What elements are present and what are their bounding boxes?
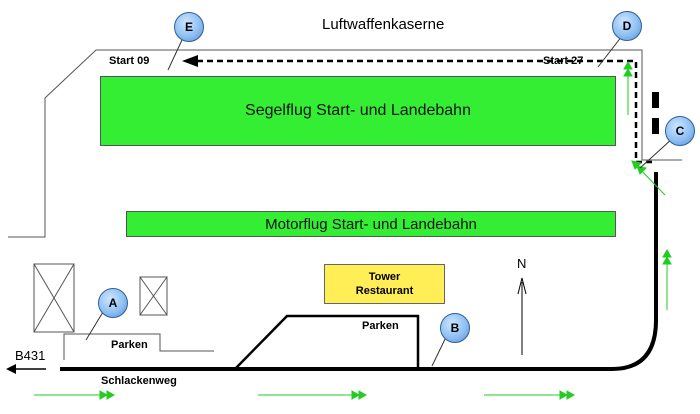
building-large [33, 263, 75, 333]
green-arrow-c [631, 160, 666, 196]
kaserne-boundary [8, 49, 682, 238]
start-09-label: Start 09 [109, 55, 150, 67]
north-arrow-head [517, 277, 527, 295]
schlackenweg-label: Schlackenweg [101, 375, 177, 387]
north-label: N [517, 256, 527, 271]
motor-runway: Motorflug Start- und Landebahn [126, 211, 616, 237]
glider-runway: Segelflug Start- und Landebahn [100, 76, 616, 146]
map-title: Luftwaffenkaserne [322, 16, 445, 33]
taxi-arrow-head [182, 55, 198, 67]
parking-center-outline [234, 314, 420, 370]
building-small [139, 276, 168, 316]
parking-center-label: Parken [362, 320, 399, 332]
parking-west-outline [63, 333, 214, 360]
b431-arrow-head [6, 364, 16, 374]
tower-label: Tower [368, 271, 401, 283]
marker-a: A [98, 288, 128, 318]
start-27-label: Start 27 [543, 55, 584, 67]
marker-e: E [174, 12, 204, 42]
b431-label: B431 [15, 348, 46, 363]
tower-restaurant: Tower Restaurant [324, 264, 445, 304]
parking-west-label: Parken [111, 339, 148, 351]
access-road [60, 172, 658, 371]
restaurant-label: Restaurant [355, 285, 414, 297]
runway-end-mark-2 [652, 118, 659, 134]
marker-c: C [665, 116, 695, 146]
marker-d: D [612, 11, 642, 41]
marker-b: B [440, 313, 470, 343]
runway-end-mark-1 [652, 92, 659, 108]
green-arrows-right [623, 60, 672, 310]
green-arrows-bottom [34, 390, 576, 400]
